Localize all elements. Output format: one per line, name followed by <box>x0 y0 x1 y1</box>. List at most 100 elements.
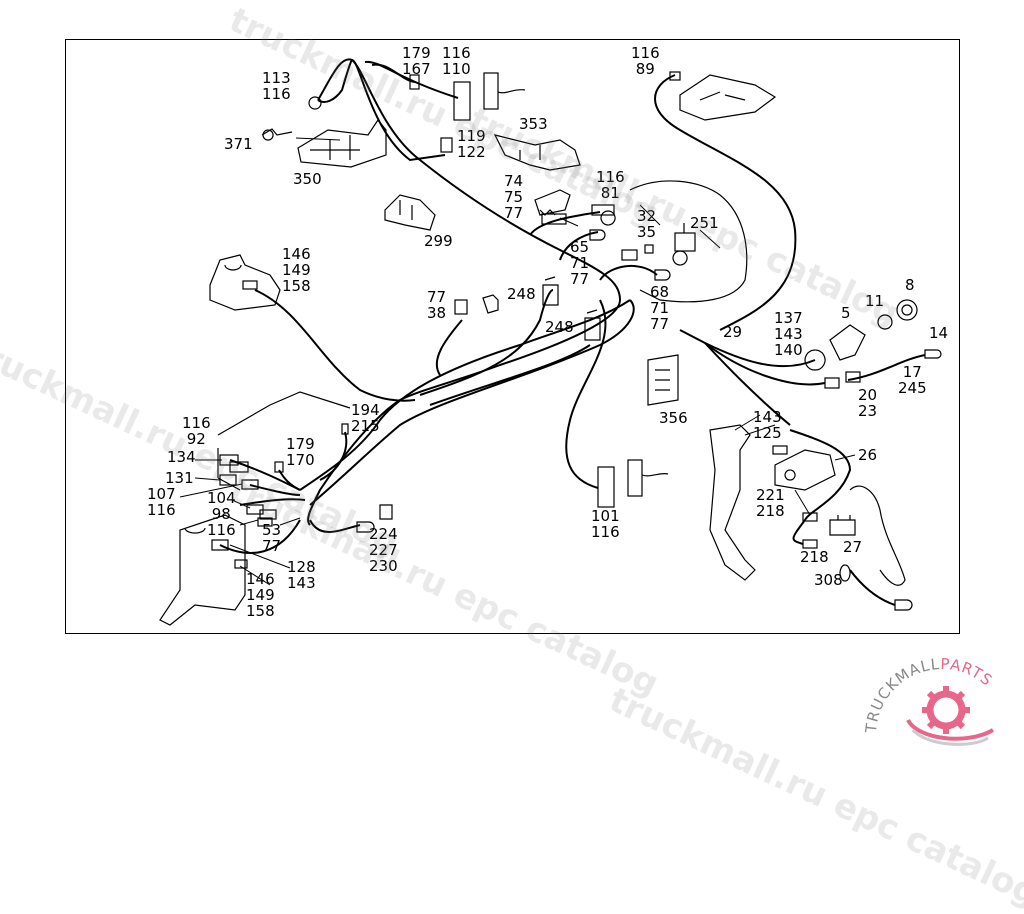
connector-107 <box>241 479 259 490</box>
connector-20b <box>845 371 861 383</box>
connector-128 <box>211 539 229 551</box>
callout-8: 8 <box>905 276 915 294</box>
logo-text-accent: PARTS <box>940 655 996 690</box>
callout-353: 353 <box>519 115 548 133</box>
wire-main-trunk <box>307 58 622 526</box>
wire-to-143 <box>704 342 791 426</box>
callout-14: 14 <box>929 324 949 342</box>
connector-92 <box>219 454 239 466</box>
harness-wires <box>219 58 926 606</box>
truckmallparts-logo: TRUCKMALLPARTS <box>858 650 1024 750</box>
callout-299: 299 <box>424 232 453 250</box>
wire-to-167 <box>371 63 416 83</box>
leader-194 <box>217 391 351 436</box>
wire-to-38 <box>435 319 463 376</box>
wire-to-224 <box>309 519 361 533</box>
cluster-251 <box>629 180 748 303</box>
screw-371 <box>261 128 293 141</box>
wiring-diagram <box>159 58 942 626</box>
switch-26 <box>774 449 836 491</box>
part-38b <box>482 294 499 314</box>
components <box>159 71 942 626</box>
swoosh-shadow-icon <box>911 728 989 746</box>
wire-to-17 <box>847 354 926 381</box>
connector-179-170 <box>274 461 284 473</box>
bulb-308 <box>894 599 913 611</box>
connector-143-125 <box>772 445 788 455</box>
diagram-frame <box>65 39 960 634</box>
part-5 <box>804 324 866 371</box>
ring-8 <box>896 299 918 321</box>
connector-53 <box>257 517 273 527</box>
wire-trunk-2 <box>351 59 446 162</box>
callout-29: 29 <box>723 323 743 341</box>
wire-to-68 <box>599 264 658 281</box>
switch-27 <box>829 515 856 536</box>
connector-119 <box>440 137 453 153</box>
wire-to-179b <box>278 469 301 491</box>
connector-38 <box>454 299 468 315</box>
leader-116-92-bracket <box>217 448 241 491</box>
wire-to-101 <box>565 299 607 489</box>
connector-mid <box>621 249 638 261</box>
callout-350: 350 <box>293 170 322 188</box>
ring-8-inner <box>901 304 913 316</box>
connector-218a <box>802 512 818 522</box>
connector-89 <box>669 71 681 81</box>
connector-167 <box>409 74 420 90</box>
bulb-14 <box>924 349 942 359</box>
connector-146b <box>234 559 248 569</box>
bulb-224 <box>356 504 393 533</box>
part-308 <box>839 564 851 582</box>
wire-to-26 <box>789 429 852 521</box>
callout-131: 131 <box>165 469 194 487</box>
washer-11 <box>877 314 893 330</box>
wire-248b <box>429 344 591 406</box>
callout-26: 26 <box>858 446 878 464</box>
wire-to-5 <box>704 342 816 368</box>
callout-251: 251 <box>690 214 719 232</box>
wire-to-113 <box>317 59 353 103</box>
connector-101 <box>597 466 615 508</box>
bulb-68 <box>654 250 688 281</box>
callout-371: 371 <box>224 135 253 153</box>
part-299 <box>384 194 436 231</box>
connector-98 <box>259 509 277 520</box>
wire-to-146a <box>254 289 416 402</box>
callout-27: 27 <box>843 538 863 556</box>
wire-248 <box>419 289 554 396</box>
connector-81 <box>591 204 615 216</box>
connector-101b <box>627 459 643 497</box>
part-35 <box>644 244 654 254</box>
connector-134 <box>229 461 249 473</box>
wire-left-bundle <box>299 299 631 491</box>
wire-to-89 <box>654 74 797 331</box>
connector-77 <box>541 213 567 225</box>
callout-218: 218 <box>800 548 829 566</box>
leader-lines <box>179 137 856 586</box>
connector-218b <box>802 539 818 549</box>
pedal-125 <box>709 424 756 581</box>
pedal-27 <box>849 485 906 586</box>
wire-stub-101b <box>641 472 669 477</box>
